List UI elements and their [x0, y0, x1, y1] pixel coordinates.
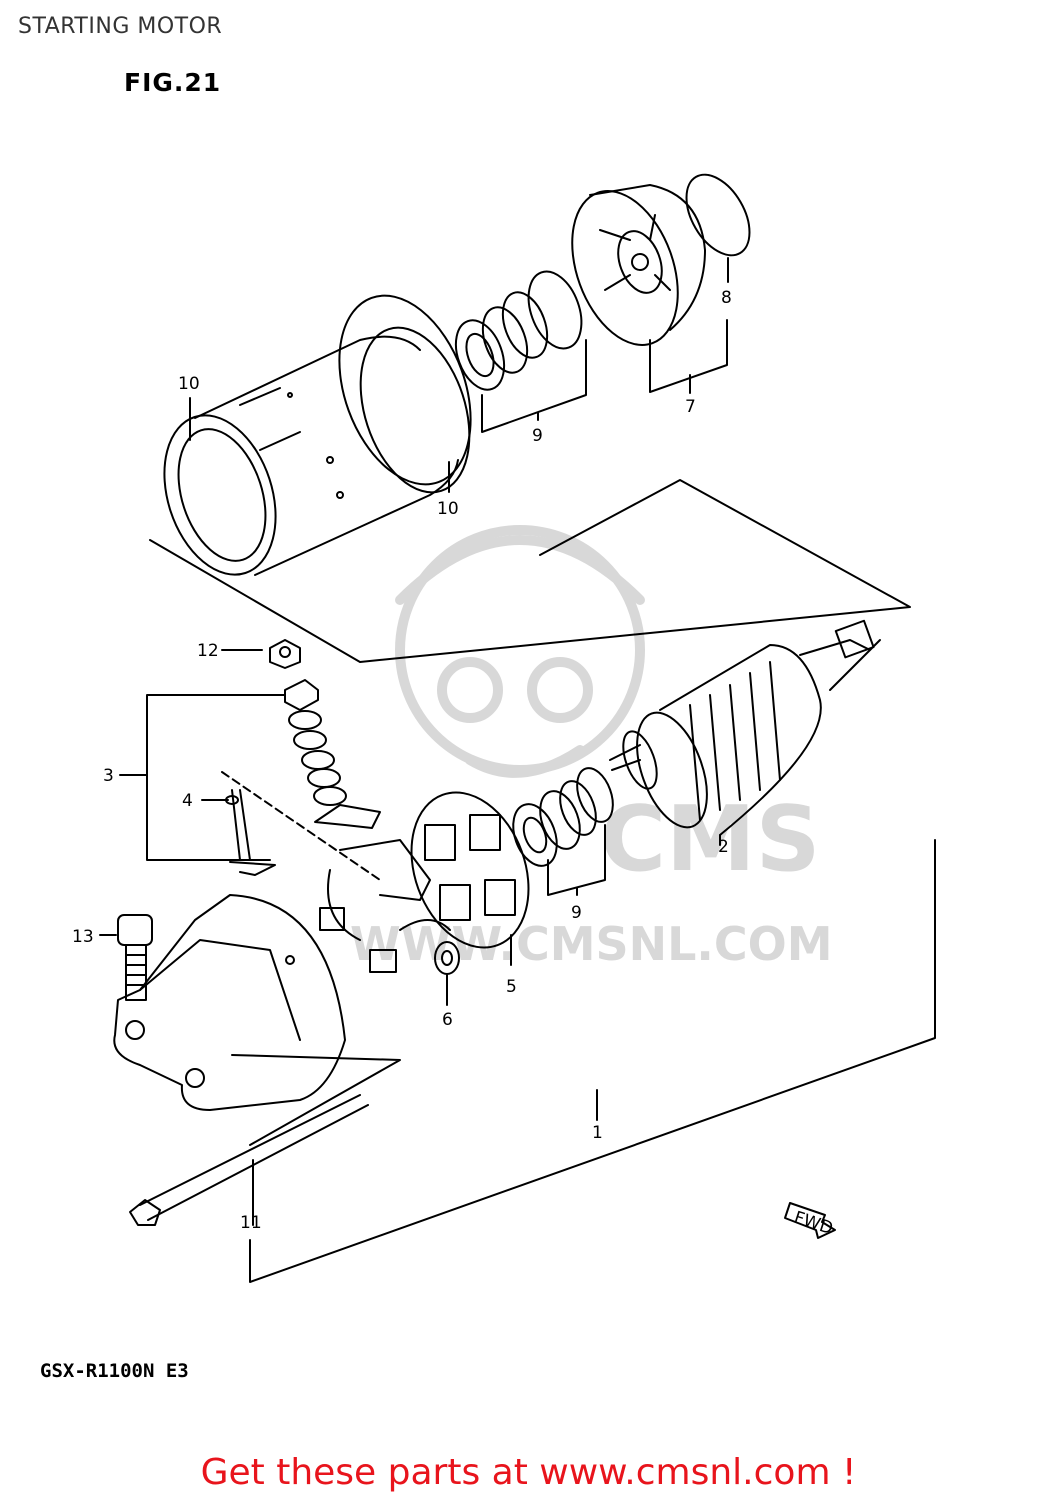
callout-8: 8 [721, 288, 732, 308]
terminal-guide-line [221, 771, 381, 881]
callout-6: 6 [442, 1010, 453, 1030]
model-code: GSX-R1100N E3 [40, 1360, 189, 1382]
through-bolt-11 [129, 1094, 369, 1226]
fwd-arrow-icon [784, 1202, 836, 1239]
cms-watermark [395, 525, 645, 778]
nut-12 [269, 639, 301, 669]
fwd-tag: FWD [791, 1208, 835, 1239]
o-ring-10b [338, 294, 472, 486]
o-ring-8 [685, 173, 751, 257]
washer-set-9-upper [454, 270, 583, 391]
callout-4: 4 [182, 791, 193, 811]
bolt-13 [117, 914, 153, 1001]
callout-2: 2 [718, 837, 729, 857]
callout-7: 7 [685, 397, 696, 417]
callout-3: 3 [103, 766, 114, 786]
housing-outline [231, 1054, 401, 1146]
callout-12: 12 [197, 641, 219, 661]
callout-10-lower: 10 [437, 499, 459, 519]
callout-9-lower: 9 [571, 903, 582, 923]
bracket-7 [649, 319, 728, 393]
cmsnl-link[interactable]: Get these parts at www.cmsnl.com ! [200, 1452, 857, 1493]
bracket-9-upper [481, 339, 587, 433]
callout-13: 13 [72, 927, 94, 947]
callout-11: 11 [240, 1213, 262, 1233]
washer-set-9-lower [512, 767, 614, 867]
bracket-3 [146, 694, 286, 861]
armature-2 [609, 619, 881, 836]
terminal-set-3 [225, 679, 381, 876]
callout-1: 1 [592, 1123, 603, 1143]
yoke-housing [163, 326, 471, 576]
rear-housing [113, 894, 346, 1111]
callout-9-upper: 9 [532, 426, 543, 446]
assembly-outline-lower [249, 839, 936, 1283]
watermark-brand: CMS [600, 787, 820, 892]
assembly-outline-upper [149, 479, 911, 663]
end-cover-7 [571, 184, 706, 346]
callout-5: 5 [506, 977, 517, 997]
figure-label: FIG.21 [124, 68, 222, 97]
brush-plate-leads [319, 839, 451, 973]
watermark-url: WWW.CMSNL.COM [350, 917, 833, 971]
callout-10-upper: 10 [178, 374, 200, 394]
brush-holder-5 [410, 791, 530, 949]
page-title: STARTING MOTOR [18, 14, 223, 39]
